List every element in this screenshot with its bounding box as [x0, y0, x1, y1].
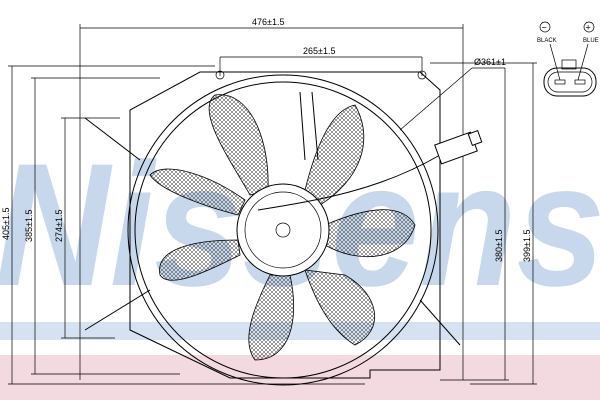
- fan-shroud: [84, 70, 461, 386]
- mount-hole-right: [417, 70, 427, 80]
- wire-harness: [257, 154, 441, 211]
- dim-476: 476±1.5: [252, 17, 284, 27]
- dim-380: 380±1.5: [494, 230, 504, 262]
- fan-hub: [236, 91, 441, 277]
- dim-405: 405±1.5: [1, 208, 11, 240]
- plus-icon: [583, 21, 595, 33]
- dimension-399: 399±1.5: [430, 62, 537, 385]
- positive-symbol: +: [586, 23, 591, 33]
- dim-361: Ø361±1: [474, 57, 506, 67]
- dimension-274: 274±1.5: [54, 117, 120, 339]
- dimension-405: 405±1.5: [1, 65, 365, 385]
- fan-blades: [149, 94, 416, 361]
- dimension-385: 385±1.5: [24, 77, 180, 375]
- dimension-fan-diameter: Ø361±1: [399, 57, 506, 131]
- dimension-mount-spacing: 265±1.5: [219, 46, 423, 76]
- dim-385: 385±1.5: [24, 210, 34, 242]
- harness-connector: [434, 130, 483, 165]
- connector-body-icon: [543, 67, 597, 97]
- blue-band: [0, 322, 600, 340]
- minus-icon: [539, 21, 551, 33]
- dimension-overall-width: 476±1.5: [79, 17, 464, 380]
- mount-hole-left: [215, 70, 225, 80]
- dimension-380: 380±1.5: [440, 68, 509, 381]
- dim-274: 274±1.5: [54, 210, 64, 242]
- dim-265: 265±1.5: [303, 46, 335, 56]
- connector-pinout: − + BLACK BLUE: [537, 21, 599, 97]
- black-wire-label: BLACK: [537, 38, 557, 44]
- blue-wire-label: BLUE: [583, 38, 599, 44]
- negative-symbol: −: [542, 23, 547, 33]
- dim-399: 399±1.5: [522, 230, 532, 262]
